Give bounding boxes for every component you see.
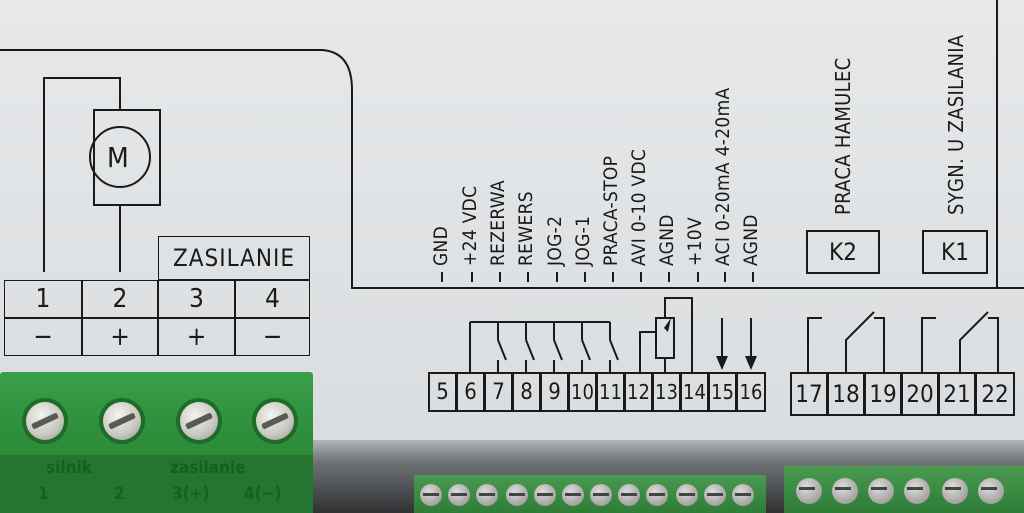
relay-screw-18[interactable] [832,478,858,504]
signal-label-gnd: GND [430,225,452,266]
terminal-20: 20 [901,372,939,416]
block-pin-1: 1 [38,484,49,504]
block-pin-4: 4(−) [244,484,282,504]
terminal-screw-2[interactable] [103,402,141,440]
control-screw-8[interactable] [506,484,528,506]
relay-k2-text: K2 [829,238,857,266]
terminal-block-base [0,455,313,513]
control-screw-6[interactable] [448,484,470,506]
terminal-15: 15 [708,372,737,412]
signal-label-agnd-2: AGND [740,214,762,266]
terminal-screw-3[interactable] [180,402,218,440]
control-screw-16[interactable] [732,484,754,506]
terminal-10: 10 [568,372,597,412]
motor-symbol: M [107,141,129,174]
terminal-polarity-2: + [82,318,158,356]
control-screw-14[interactable] [676,484,698,506]
terminal-8: 8 [512,372,541,412]
block-group-motor: silnik [46,458,92,478]
relay-k1-text: K1 [941,238,969,266]
supply-header: ZASILANIE [158,236,310,280]
terminal-screw-1[interactable] [26,402,64,440]
relay-screw-17[interactable] [796,478,822,504]
terminal-number-1: 1 [4,280,82,318]
relay-k1-label: SYGN. U ZASILANIA [944,34,968,215]
relay-screw-19[interactable] [868,478,894,504]
supply-header-label: ZASILANIE [172,244,296,272]
signal-label-rewers: REWERS [515,191,537,266]
terminal-5: 5 [428,372,457,412]
signal-label-jog1: JOG-1 [572,215,594,266]
signal-label-agnd-1: AGND [656,214,678,266]
control-screw-12[interactable] [618,484,640,506]
signal-label-aci: ACI 0-20mA 4-20mA [712,87,734,266]
terminal-6: 6 [456,372,485,412]
control-screw-9[interactable] [534,484,556,506]
block-pin-2: 2 [114,484,125,504]
signal-label-10v: +10V [684,217,706,266]
relay-screw-22[interactable] [978,478,1004,504]
terminal-19: 19 [864,372,902,416]
terminal-number-4: 4 [235,280,310,318]
relay-screw-20[interactable] [904,478,930,504]
terminal-21: 21 [938,372,976,416]
terminal-polarity-1: − [4,318,82,356]
relay-k1-box: K1 [922,230,988,274]
control-screw-13[interactable] [646,484,668,506]
terminal-polarity-4: − [235,318,310,356]
relay-k2-box: K2 [806,230,880,274]
block-group-supply: zasilanie [170,458,246,478]
signal-label-jog2: JOG-2 [544,215,566,266]
terminal-7: 7 [484,372,513,412]
relay-k2-label: PRACA HAMULEC [831,57,855,215]
terminal-22: 22 [975,372,1015,416]
terminal-9: 9 [540,372,569,412]
terminal-screw-4[interactable] [256,402,294,440]
terminal-11: 11 [596,372,625,412]
control-screw-5[interactable] [420,484,442,506]
relay-screw-21[interactable] [942,478,968,504]
terminal-13: 13 [652,372,681,412]
terminal-number-2: 2 [82,280,158,318]
terminal-number-3: 3 [158,280,235,318]
control-screw-11[interactable] [590,484,612,506]
terminal-14: 14 [680,372,709,412]
signal-label-avi: AVI 0-10 VDC [628,148,650,266]
signal-label-24vdc: +24 VDC [459,185,481,266]
control-screw-10[interactable] [562,484,584,506]
terminal-12: 12 [624,372,653,412]
terminal-16: 16 [736,372,766,412]
terminal-18: 18 [827,372,865,416]
control-screw-15[interactable] [704,484,726,506]
signal-label-praca-stop: PRACA-STOP [600,155,622,266]
terminal-polarity-3: + [158,318,235,356]
control-screw-7[interactable] [476,484,498,506]
signal-label-rezerwa: REZERWA [487,180,509,266]
label-plate [0,0,1024,440]
terminal-17: 17 [790,372,828,416]
block-pin-3: 3(+) [172,484,210,504]
